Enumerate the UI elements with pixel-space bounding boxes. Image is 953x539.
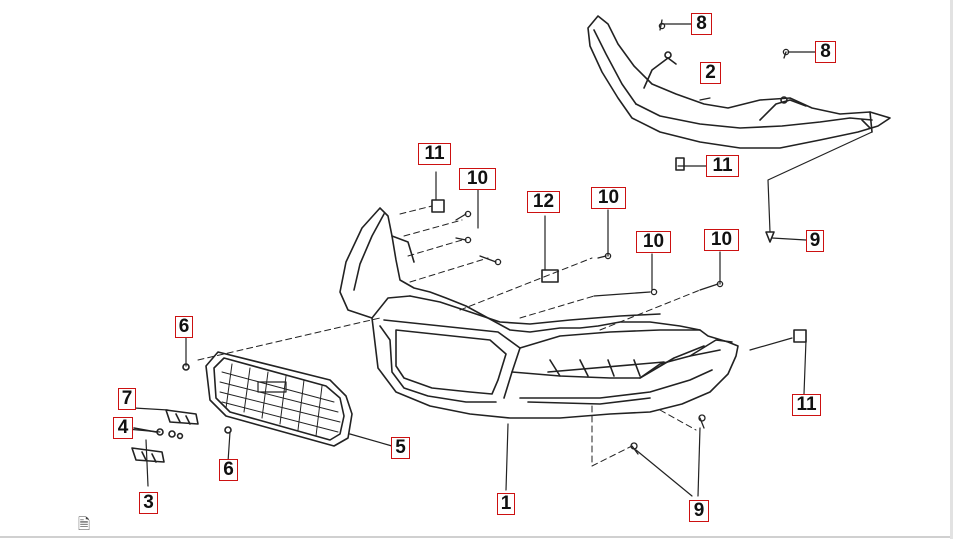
push-rivets <box>431 157 807 343</box>
callout-part-8[interactable]: 8 <box>691 13 712 35</box>
leader-lines <box>115 23 873 497</box>
emblem-lower <box>131 447 165 463</box>
callout-part-4[interactable]: 4 <box>113 417 133 439</box>
callout-part-2[interactable]: 2 <box>700 62 721 84</box>
callout-part-12[interactable]: 12 <box>527 191 560 213</box>
screws <box>455 19 790 455</box>
callout-part-10[interactable]: 10 <box>459 168 496 190</box>
bottom-divider <box>0 536 953 538</box>
callout-part-5[interactable]: 5 <box>391 437 410 459</box>
callout-part-6[interactable]: 6 <box>219 459 238 481</box>
callout-part-10[interactable]: 10 <box>636 231 671 253</box>
front-bumper <box>339 207 739 419</box>
upper-trim-panel <box>587 15 891 149</box>
callout-part-6[interactable]: 6 <box>175 316 193 338</box>
right-edge-border <box>950 0 953 539</box>
emblem-upper <box>165 409 199 425</box>
front-grille <box>205 351 353 447</box>
assembly-dashed-lines <box>197 205 701 467</box>
callout-part-10[interactable]: 10 <box>591 187 626 209</box>
callout-part-11[interactable]: 11 <box>706 155 739 177</box>
callout-part-11[interactable]: 11 <box>792 394 821 416</box>
callout-part-7[interactable]: 7 <box>118 388 136 410</box>
document-icon: 🗎 <box>78 515 91 533</box>
callout-part-9[interactable]: 9 <box>689 500 709 522</box>
callout-part-8[interactable]: 8 <box>815 41 836 63</box>
callout-part-10[interactable]: 10 <box>704 229 739 251</box>
callout-part-1[interactable]: 1 <box>497 493 515 515</box>
callout-part-9[interactable]: 9 <box>806 230 824 252</box>
callout-part-11[interactable]: 11 <box>418 143 451 165</box>
callout-part-3[interactable]: 3 <box>139 492 158 514</box>
